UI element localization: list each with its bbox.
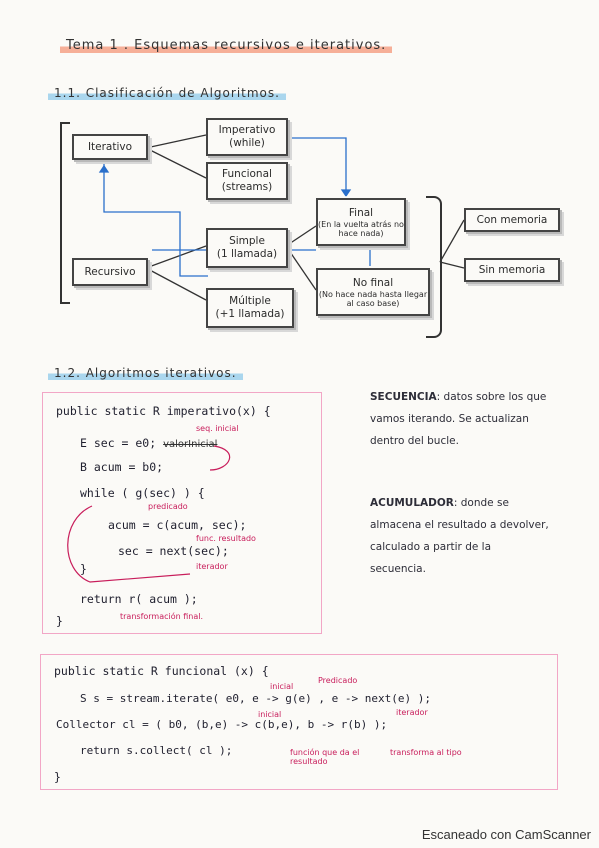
node-imperativo: Imperativo(while) <box>206 118 288 156</box>
page-heading: Tema 1 . Esquemas recursivos e iterativo… <box>60 38 393 53</box>
note-secuencia: SECUENCIA: datos sobre los que vamos ite… <box>370 391 547 447</box>
left-bracket <box>60 122 70 304</box>
note-f-predicado: Predicado <box>318 676 358 685</box>
node-funcional: Funcional(streams) <box>206 162 288 200</box>
code-f-signature: public static R funcional (x) { <box>54 664 269 678</box>
node-simple: Simple(1 llamada) <box>206 228 288 268</box>
code-f-collector: Collector cl = ( b0, (b,e) -> c(b,e), b … <box>56 718 388 731</box>
section-2-title: 1.2. Algoritmos iterativos. <box>48 366 243 380</box>
node-sin-memoria: Sin memoria <box>464 258 560 282</box>
note-transformacion: transformación final. <box>120 612 204 621</box>
note-f-transforma: transforma al tipo <box>390 748 462 757</box>
note-func-resultado: func. resultado <box>196 534 256 543</box>
section-1-title: 1.1. Clasificación de Algoritmos. <box>48 86 286 100</box>
code-line-sec: E sec = e0; valorInicial <box>80 436 218 450</box>
node-final: Final(En la vuelta atrás no hace nada) <box>316 198 406 246</box>
code-line-signature: public static R imperativo(x) { <box>56 404 271 418</box>
code-box-funcional <box>40 654 558 790</box>
code-f-return: return s.collect( cl ); <box>80 744 233 757</box>
note-seq-inicial: seq. inicial <box>196 424 239 433</box>
node-no-final: No final(No hace nada hasta llegar al ca… <box>316 268 430 316</box>
note-f-funcion: función que da el resultado <box>290 748 360 766</box>
note-predicado: predicado <box>148 502 188 511</box>
footer-watermark: Escaneado con CamScanner <box>421 827 591 842</box>
node-recursivo: Recursivo <box>72 258 148 286</box>
code-f-close: } <box>54 770 61 784</box>
code-line-while: while ( g(sec) ) { <box>80 486 205 500</box>
code-line-close-while: } <box>80 562 87 576</box>
note-acumulador: ACUMULADOR: donde se almacena el resulta… <box>370 497 549 575</box>
code-line-acum: B acum = b0; <box>80 460 164 474</box>
code-line-acum-update: acum = c(acum, sec); <box>108 518 247 532</box>
struck-text: valorInicial <box>163 439 218 450</box>
code-line-close-fn: } <box>56 614 63 628</box>
node-con-memoria: Con memoria <box>464 208 560 232</box>
note-f-inicial-2: inicial <box>258 710 282 719</box>
node-iterativo: Iterativo <box>72 134 148 160</box>
right-bracket <box>426 196 442 338</box>
note-iterador: iterador <box>196 562 228 571</box>
code-line-return: return r( acum ); <box>80 592 198 606</box>
code-f-stream: S s = stream.iterate( e0, e -> g(e) , e … <box>80 692 431 705</box>
note-f-iterador: iterador <box>396 708 428 717</box>
note-f-inicial-1: inicial <box>270 682 294 691</box>
code-line-next: sec = next(sec); <box>118 544 229 558</box>
code-box-imperativo <box>42 392 322 634</box>
node-multiple: Múltiple(+1 llamada) <box>206 288 294 328</box>
